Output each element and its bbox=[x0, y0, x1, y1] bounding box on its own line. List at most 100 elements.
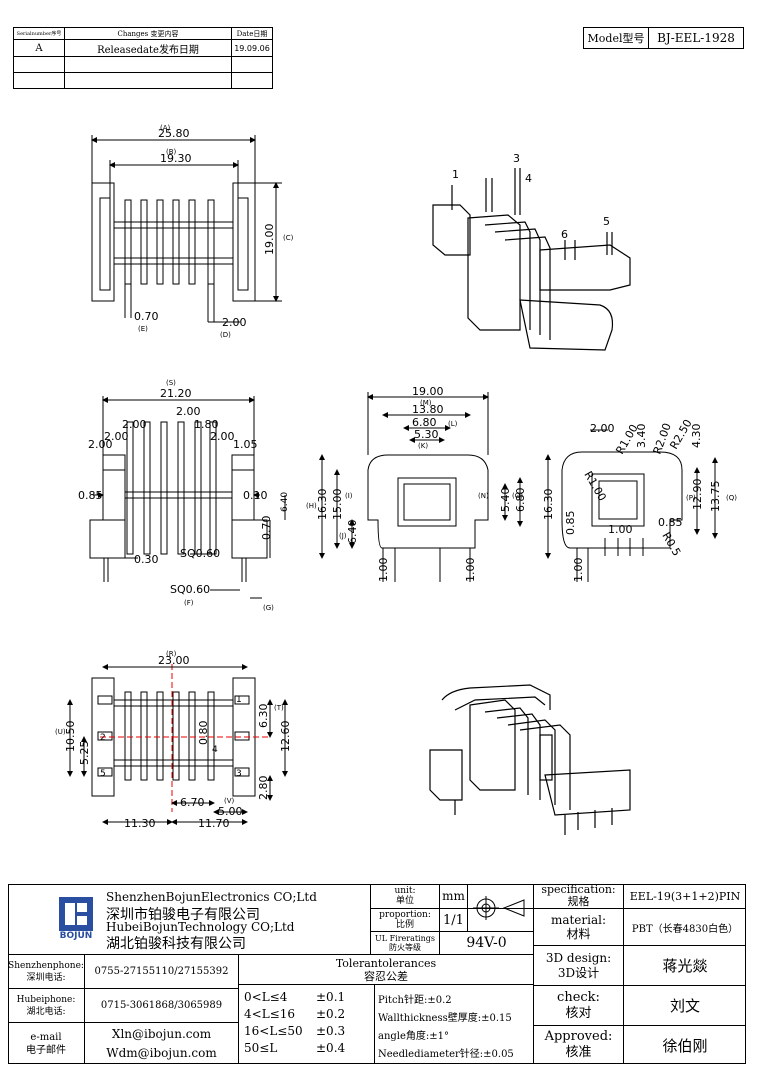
dim-front-7: 1.05 bbox=[233, 438, 258, 451]
approved-label: Approved: 核准 bbox=[544, 1029, 613, 1060]
dim-top-D: 2.00 bbox=[222, 316, 247, 329]
dim-bottom-6: 0.80 bbox=[197, 721, 210, 746]
dim-side-1: 13.80 bbox=[412, 403, 444, 416]
dim-front-13: SQ0.60 bbox=[180, 547, 220, 560]
divider bbox=[370, 884, 371, 954]
dim-end-5: 4.30 bbox=[690, 424, 703, 449]
note-1: Wallthickness壁厚度:±0.15 bbox=[378, 1013, 512, 1024]
sz-phone-label: Shenzhenphone: 深圳电话: bbox=[8, 960, 84, 983]
dim-end-0: 2.00 bbox=[590, 422, 615, 435]
tolerance-title: Tolerantolerances 容忍公差 bbox=[335, 956, 437, 983]
iso-pin-5: 5 bbox=[603, 215, 610, 228]
ref-top-E: (E) bbox=[138, 325, 148, 333]
ref-end-Q: (Q) bbox=[726, 494, 737, 502]
dim-side-4: 16.30 bbox=[316, 489, 329, 521]
ref-side-J: (J) bbox=[339, 532, 347, 540]
dim-front-8: 0.85 bbox=[78, 489, 103, 502]
dim-bottom-10: 11.70 bbox=[198, 817, 230, 830]
title-block bbox=[8, 884, 746, 1064]
divider bbox=[467, 884, 468, 931]
tol-range-2: 16<L≤50 bbox=[244, 1024, 303, 1038]
note-3: Needlediameter针径:±0.05 bbox=[378, 1049, 514, 1060]
dim-end-2: 3.40 bbox=[635, 424, 648, 449]
dim-side-M: 19.00 bbox=[412, 385, 444, 398]
unit-value: mm bbox=[442, 889, 465, 903]
dim-front-11: 0.70 bbox=[260, 516, 273, 541]
sz-phone: 0755-27155110/27155392 bbox=[94, 966, 229, 977]
proportion-label: proportion: 比例 bbox=[379, 910, 431, 930]
divider bbox=[8, 954, 533, 955]
dimension-labels: 25.80 (A) 19.30 (B) 19.00 (C) 0.70 (E) 2… bbox=[55, 124, 737, 830]
drawing-canvas: 25.80 (A) 19.30 (B) 19.00 (C) 0.70 (E) 2… bbox=[55, 124, 737, 835]
design-value: 蒋光燚 bbox=[662, 957, 708, 975]
side-view bbox=[319, 392, 523, 582]
iso-view-top bbox=[432, 168, 631, 351]
iso-view-bottom bbox=[429, 684, 631, 835]
ref-end-P: (P) bbox=[686, 494, 696, 502]
dim-side-7: 5.40 bbox=[499, 488, 512, 513]
divider bbox=[238, 954, 239, 1064]
dim-front-10: 6.40 bbox=[280, 492, 290, 512]
dim-bottom-5: 2.80 bbox=[257, 776, 270, 801]
divider bbox=[370, 931, 533, 932]
email-1[interactable]: Xln@ibojun.com bbox=[111, 1027, 212, 1041]
dim-front-12: 0.30 bbox=[134, 553, 159, 566]
spec-value: EEL-19(3+1+2)PIN bbox=[629, 889, 741, 903]
tol-value-3: ±0.4 bbox=[316, 1041, 346, 1055]
ref-side-L: (L) bbox=[448, 420, 458, 428]
approved-value: 徐伯刚 bbox=[662, 1036, 708, 1055]
ref-side-M: (M) bbox=[420, 399, 432, 407]
dim-front-2: 2.00 bbox=[122, 418, 147, 431]
dim-side-2: 6.80 bbox=[412, 416, 437, 429]
divider bbox=[370, 908, 533, 909]
note-0: Pitch针距:±0.2 bbox=[378, 995, 452, 1006]
ref-bottom-U: (U) bbox=[55, 728, 66, 736]
hb-phone-label: Hubeiphone: 湖北电话: bbox=[16, 994, 76, 1017]
ref-top-D: (D) bbox=[220, 331, 231, 339]
company-en-1: ShenzhenBojunElectronics CO;Ltd bbox=[106, 890, 317, 904]
dim-front-1: 2.00 bbox=[176, 405, 201, 418]
pin-label-5: 5 bbox=[100, 769, 106, 779]
company-en-2: HubeiBojunTechnology CO;Ltd bbox=[106, 920, 295, 934]
material-label: material: 材料 bbox=[550, 913, 607, 941]
logo-icon bbox=[59, 897, 93, 931]
rev-empty-row bbox=[231, 72, 273, 89]
dim-front-9: 0.10 bbox=[243, 489, 268, 502]
ref-front-S: (S) bbox=[166, 379, 176, 387]
projection-symbol bbox=[468, 886, 532, 930]
dim-end-8: 12.90 bbox=[691, 479, 704, 511]
dim-side-3: 5.30 bbox=[414, 428, 439, 441]
email-2[interactable]: Wdm@ibojun.com bbox=[106, 1046, 217, 1060]
dim-side-5: 15.00 bbox=[331, 489, 344, 521]
company-cn-1: 深圳市铂骏电子有限公司 bbox=[106, 907, 260, 923]
dim-top-E: 0.70 bbox=[134, 310, 159, 323]
divider bbox=[374, 984, 375, 1064]
ul-value: 94V-0 bbox=[466, 935, 507, 951]
divider bbox=[533, 908, 746, 909]
ref-side-O: (O) bbox=[512, 492, 523, 500]
ref-front-F: (F) bbox=[184, 599, 194, 607]
dim-top-C: 19.00 bbox=[263, 224, 276, 256]
tol-range-0: 0<L≤4 bbox=[244, 990, 288, 1004]
dim-front-5: 2.00 bbox=[210, 430, 235, 443]
projection-icon bbox=[473, 896, 525, 920]
dim-side-10: 1.00 bbox=[464, 558, 477, 583]
dim-end-10: 0.85 bbox=[564, 511, 577, 536]
note-2: angle角度:±1° bbox=[378, 1031, 450, 1042]
end-view bbox=[545, 429, 718, 582]
spec-label: specification: 规格 bbox=[541, 883, 616, 908]
check-label: check: 核对 bbox=[557, 989, 600, 1021]
dim-side-9: 1.00 bbox=[377, 558, 390, 583]
divider bbox=[533, 945, 746, 946]
bottom-view bbox=[67, 664, 288, 825]
dim-side-8: 6.80 bbox=[514, 488, 527, 513]
pin-label-4: 4 bbox=[212, 745, 218, 755]
pin-label-1: 1 bbox=[236, 695, 242, 705]
ref-top-B: (B) bbox=[166, 148, 177, 156]
dim-front-6: 2.00 bbox=[88, 438, 113, 451]
top-view bbox=[91, 135, 282, 323]
dim-bottom-4: 12.60 bbox=[279, 721, 292, 753]
dim-front-3: 2.00 bbox=[104, 430, 129, 443]
ref-bottom-R: (R) bbox=[166, 650, 177, 658]
ref-front-G: (G) bbox=[263, 604, 274, 612]
